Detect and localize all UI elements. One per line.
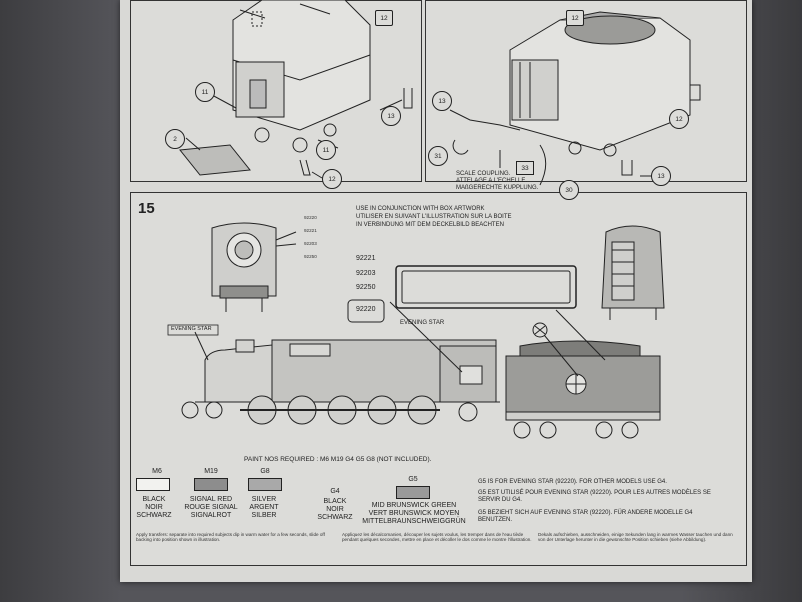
- transfer-text-en: Apply transfers: separate into required …: [136, 532, 325, 543]
- paint-swatch-g5: [396, 486, 430, 499]
- number-92220: 92220: [356, 306, 376, 313]
- callout-12-b: 12: [322, 169, 342, 189]
- paint-name-g8-fr: ARGENT: [249, 504, 279, 511]
- paint-name-g8-en: SILVER: [251, 496, 277, 503]
- callout-12-c: 12: [566, 10, 584, 26]
- nameplate-label: EVENING STAR: [400, 320, 445, 326]
- small-number-92221: 92221: [304, 228, 317, 233]
- paint-name-m19-fr: ROUGE SIGNAL: [184, 504, 238, 511]
- paint-code-g4: G4: [330, 488, 340, 495]
- paint-name-m19-de: SIGNALROT: [190, 512, 232, 519]
- coupling-caption-fr: ATTELAGE A L'ECHELLE.: [456, 178, 528, 184]
- paint-code-g8: G8: [260, 468, 270, 475]
- coupling-caption-de: MAßGERECHTE KUPPLUNG.: [456, 185, 539, 191]
- callout-13-b: 13: [432, 91, 452, 111]
- instruction-fr: UTILISER EN SUIVANT L'ILLUSTRATION SUR L…: [356, 214, 512, 220]
- callout-2: 2: [165, 129, 185, 149]
- callout-13-a: 13: [381, 106, 401, 126]
- small-number-92220: 92220: [304, 215, 317, 220]
- paint-name-m6-en: BLACK: [142, 496, 166, 503]
- number-92221: 92221: [356, 255, 376, 262]
- paint-name-g4-en: BLACK: [323, 498, 347, 505]
- paint-name-g5-en: MID BRUNSWICK GREEN: [371, 502, 457, 509]
- small-number-92203: 92203: [304, 241, 317, 246]
- step-number: 15: [138, 200, 155, 217]
- number-92203: 92203: [356, 270, 376, 277]
- paint-name-g4-de: SCHWARZ: [317, 514, 353, 521]
- callout-11-a: 11: [195, 82, 215, 102]
- note-en: G5 IS FOR EVENING STAR (92220). FOR OTHE…: [478, 479, 667, 485]
- paint-code-m19: M19: [204, 468, 218, 475]
- note-fr: G5 EST UTILISÉ POUR EVENING STAR (92220)…: [478, 490, 711, 503]
- callout-12-a: 12: [375, 10, 393, 26]
- paint-name-g8-de: SILBER: [251, 512, 277, 519]
- coupling-caption-en: SCALE COUPLING.: [456, 171, 511, 177]
- paint-swatch-g8: [248, 478, 282, 491]
- instruction-de: IN VERBINDUNG MIT DEM DECKELBILD BEACHTE…: [356, 222, 504, 228]
- instruction-en: USE IN CONJUNCTION WITH BOX ARTWORK: [356, 206, 485, 212]
- small-number-92250: 92250: [304, 254, 317, 259]
- nameplate-decal-outline: [395, 265, 577, 309]
- paint-name-g5-fr: VERT BRUNSWICK MOYEN: [368, 510, 460, 517]
- paint-swatch-m6: [136, 478, 170, 491]
- note-de: G5 BEZIEHT SICH AUF EVENING STAR (92220)…: [478, 510, 693, 523]
- callout-13-c: 13: [651, 166, 671, 186]
- paint-heading: PAINT NOS REQUIRED : M6 M19 G4 G5 G8 (NO…: [244, 456, 432, 463]
- paint-name-m19-en: SIGNAL RED: [189, 496, 233, 503]
- callout-33: 33: [516, 161, 534, 175]
- paint-name-g4-fr: NOIR: [326, 506, 344, 513]
- paint-code-g5: G5: [408, 476, 418, 483]
- callout-30: 30: [559, 180, 579, 200]
- loco-label: EVENING STAR: [171, 326, 212, 332]
- transfer-text-de: Dekals aufschieben, ausschneiden, einige…: [538, 532, 733, 543]
- paint-swatch-m19: [194, 478, 228, 491]
- paint-name-m6-de: SCHWARZ: [136, 512, 172, 519]
- callout-31: 31: [428, 146, 448, 166]
- paint-name-g5-de: MITTELBRAUNSCHWEIGGRÜN: [362, 518, 466, 525]
- paint-name-m6-fr: NOIR: [145, 504, 163, 511]
- number-92250: 92250: [356, 284, 376, 291]
- callout-12-d: 12: [669, 109, 689, 129]
- callout-11-b: 11: [316, 140, 336, 160]
- transfer-text-fr: Appliquez les décalcomanies, découper le…: [342, 532, 532, 543]
- paint-code-m6: M6: [152, 468, 162, 475]
